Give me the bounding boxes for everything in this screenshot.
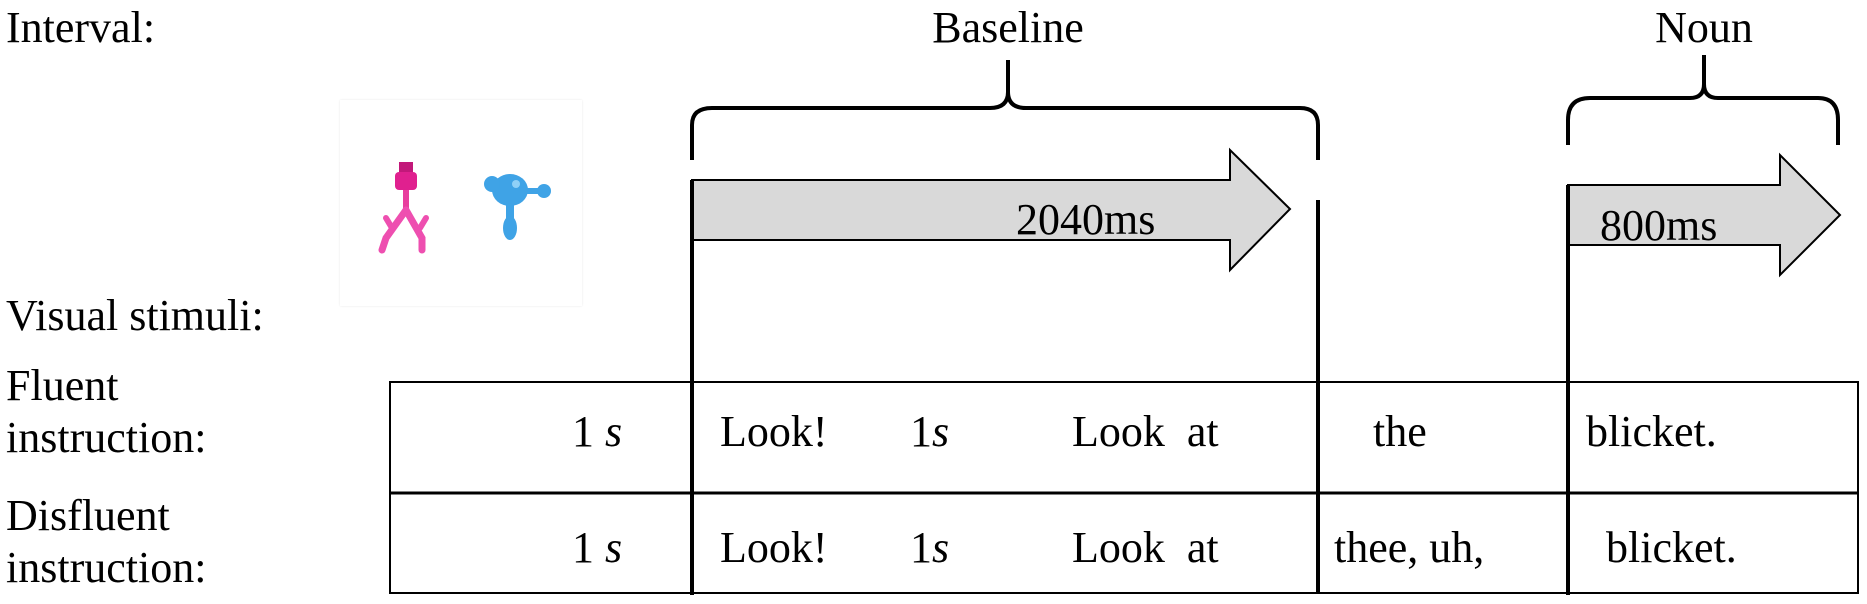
noun-interval-title: Noun	[1655, 3, 1753, 52]
fluent-noun: blicket.	[1586, 407, 1717, 456]
interval-label: Interval:	[6, 3, 156, 52]
disfluent-label-line2: instruction:	[6, 543, 207, 592]
fluent-look-at: Look at	[1072, 407, 1219, 456]
disfluent-pause: 1 s	[572, 523, 623, 572]
baseline-arrow	[691, 147, 1292, 273]
disfluent-label-line1: Disfluent	[6, 491, 170, 540]
pink-object-icon	[378, 162, 429, 254]
instruction-table	[389, 381, 1859, 594]
fluent-pause: 1 s	[572, 407, 623, 456]
visual-stimuli-label: Visual stimuli:	[6, 291, 264, 340]
noun-bracket	[1566, 55, 1840, 145]
fluent-label-line2: instruction:	[6, 413, 207, 462]
baseline-bracket	[690, 60, 1320, 160]
disfluent-instruction-label: Disfluent instruction:	[6, 490, 206, 594]
disfluent-look-at: Look at	[1072, 523, 1219, 572]
disfluent-look: Look!	[720, 523, 828, 572]
disfluent-article: thee, uh,	[1334, 523, 1485, 572]
noun-duration: 800ms	[1600, 201, 1718, 250]
disfluent-noun: blicket.	[1606, 523, 1737, 572]
blue-object-icon	[484, 174, 551, 240]
fluent-label-line1: Fluent	[6, 361, 119, 410]
visual-stimulus-image	[340, 100, 582, 306]
baseline-interval-title: Baseline	[932, 3, 1084, 52]
noun-arrow	[1567, 152, 1842, 278]
disfluent-gap: 1s	[910, 523, 950, 572]
fluent-look: Look!	[720, 407, 828, 456]
fluent-gap: 1s	[910, 407, 950, 456]
fluent-instruction-label: Fluent instruction:	[6, 360, 206, 464]
baseline-duration: 2040ms	[1016, 195, 1156, 244]
fluent-article: the	[1373, 407, 1427, 456]
